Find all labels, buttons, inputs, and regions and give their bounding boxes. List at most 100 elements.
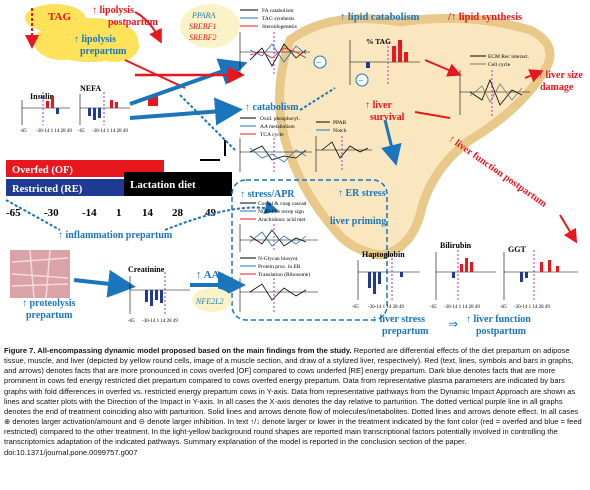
timeline: -65 -30 -14 1 14 28 49 xyxy=(6,207,217,219)
svg-text:-65: -65 xyxy=(500,305,507,310)
svg-text:Insulin: Insulin xyxy=(30,92,55,101)
aa-label: ↑ AA xyxy=(196,269,220,281)
creatinine-chart: Creatinine -65 -30-14 1 14 28 49 xyxy=(128,265,190,324)
svg-text:-65: -65 xyxy=(430,305,437,310)
svg-text:NEFA: NEFA xyxy=(80,84,101,93)
insulin-chart: Insulin -65 -30-14 1 14 28 49 xyxy=(20,92,72,134)
lactation-box xyxy=(124,172,232,196)
caption-body: Reported are differential effects of the… xyxy=(4,346,582,447)
svg-text:−: − xyxy=(316,58,322,69)
tag-label: TAG xyxy=(48,11,71,23)
svg-text:28: 28 xyxy=(172,207,184,219)
svg-text:survival: survival xyxy=(370,112,405,123)
nefa-chart: NEFA -65-30-14 1 14 28 49 xyxy=(78,84,130,134)
svg-text:-30: -30 xyxy=(44,207,59,219)
svg-text:Oxid. phosphoryl.: Oxid. phosphoryl. xyxy=(260,116,301,122)
svg-text:Creatinine: Creatinine xyxy=(128,265,165,274)
ppara-label: PPARA xyxy=(191,11,216,20)
srebf1-label: SREBF1 xyxy=(189,22,217,31)
pathway-chart-stress: Compl & coag cascad NOD-like recep sign … xyxy=(239,201,318,252)
svg-text:-14: -14 xyxy=(82,207,97,219)
restricted-box xyxy=(6,179,124,196)
liver-survival-label: ↑ liver xyxy=(365,100,392,111)
svg-text:14: 14 xyxy=(142,207,154,219)
svg-text:Cell cycle: Cell cycle xyxy=(488,62,511,68)
model-diagram: TAG ↑ lipolysis postpartum ↑ lipolysis p… xyxy=(5,4,583,337)
srebf2-label: SREBF2 xyxy=(189,33,217,42)
svg-text:PPAR: PPAR xyxy=(333,120,347,126)
stress-region xyxy=(231,179,388,321)
liver-priming-label: liver priming xyxy=(330,216,386,227)
haptoglobin-chart: Haptoglobin -65 -30-14 1 14 28 49 xyxy=(352,250,420,310)
er-stress-label: ↑ ER stress xyxy=(338,188,386,199)
svg-text:N-Glycan biosynt.: N-Glycan biosynt. xyxy=(258,256,299,262)
liver-shape xyxy=(275,13,555,260)
damage-label: damage xyxy=(540,82,574,93)
svg-text:FA catabolism: FA catabolism xyxy=(262,8,294,14)
svg-text:Haptoglobin: Haptoglobin xyxy=(362,250,405,259)
svg-text:-30-14 1 14 28 49: -30-14 1 14 28 49 xyxy=(368,305,404,310)
liver-stress-label: ↑ liver stress xyxy=(372,314,425,325)
adipose-cloud xyxy=(25,4,139,62)
svg-text:49: 49 xyxy=(205,207,217,219)
svg-text:TCA cycle: TCA cycle xyxy=(260,132,284,138)
lipid-catabolism-label: ↑ lipid catabolism xyxy=(340,12,420,23)
nfe2l2-label: NFE2L2 xyxy=(195,297,224,306)
liver-function-label: ↑ liver function xyxy=(466,314,531,325)
svg-text:-30-14 1 14 28 49: -30-14 1 14 28 49 xyxy=(514,305,550,310)
svg-text:1: 1 xyxy=(116,207,122,219)
liver-size-label: ↑ liver size xyxy=(538,70,583,81)
lactation-label: Lactation diet xyxy=(130,179,196,191)
pathway-chart-ppar: PPAR Notch xyxy=(315,120,372,172)
nefa-flow-arrow xyxy=(129,58,248,106)
svg-text:ECM Rec interact.: ECM Rec interact. xyxy=(488,54,530,60)
svg-text:-30-14 1 14 28 49: -30-14 1 14 28 49 xyxy=(142,319,178,324)
pathway-chart-catabolism: Oxid. phosphoryl. AA metabolism TCA cycl… xyxy=(239,116,312,172)
cellcycle-chart: ECM Rec interact. Cell cycle xyxy=(459,54,530,118)
svg-text:-65: -65 xyxy=(352,305,359,310)
tf-bubble xyxy=(180,4,240,48)
svg-text:prepartum: prepartum xyxy=(26,310,73,321)
svg-text:prepartum: prepartum xyxy=(382,326,429,337)
pct-tag-chart: % TAG xyxy=(349,37,420,85)
figure-caption: Figure 7. All-encompassing dynamic model… xyxy=(4,346,586,458)
nfe2l2-bubble xyxy=(192,288,232,312)
svg-text:−: − xyxy=(358,76,364,87)
inflammation-prepartum-label: ↑ inflammation prepartum xyxy=(58,230,173,241)
catabolism-label: ↑ catabolism xyxy=(245,102,299,113)
svg-text:Compl & coag cascad: Compl & coag cascad xyxy=(258,201,307,207)
svg-text:-65: -65 xyxy=(20,129,27,134)
svg-text:Protein proc. in ER: Protein proc. in ER xyxy=(258,264,301,270)
ggt-chart: GGT -65 -30-14 1 14 28 49 xyxy=(500,245,578,310)
caption-title: Figure 7. All-encompassing dynamic model… xyxy=(4,346,352,355)
svg-text:Bilirubin: Bilirubin xyxy=(440,241,472,250)
bilirubin-chart: Bilirubin -65 -30-14 1 14 28 49 xyxy=(430,241,496,310)
liver-function-postpartum-label: ↑ liver function postpartum xyxy=(446,133,549,210)
svg-text:-65: -65 xyxy=(78,129,85,134)
svg-text:postpartum: postpartum xyxy=(108,17,159,28)
pathway-chart-lipid: FA catabolism TAG synthesis Steroidogene… xyxy=(239,8,310,75)
lipid-synthesis-label: /↑ lipid synthesis xyxy=(447,12,522,23)
svg-text:-30-14 1 14 28 49: -30-14 1 14 28 49 xyxy=(444,305,480,310)
svg-text:prepartum: prepartum xyxy=(80,46,127,57)
svg-text:-65: -65 xyxy=(128,319,135,324)
svg-text:NOD-like recep sign: NOD-like recep sign xyxy=(258,209,304,215)
svg-text:Notch: Notch xyxy=(333,128,347,134)
proteolysis-label: ↑ proteolysis xyxy=(22,298,76,309)
svg-text:Steroidogenesis: Steroidogenesis xyxy=(262,24,297,30)
lipolysis-postpartum-label: ↑ lipolysis xyxy=(92,5,134,16)
svg-text:-30-14 1 14 28 49: -30-14 1 14 28 49 xyxy=(36,129,72,134)
lipolysis-prepartum-label: ↑ lipolysis xyxy=(74,34,116,45)
svg-text:TAG synthesis: TAG synthesis xyxy=(262,16,294,22)
svg-text:AA metabolism: AA metabolism xyxy=(260,124,295,130)
svg-text:Translation (Ribosome): Translation (Ribosome) xyxy=(258,271,310,278)
svg-text:GGT: GGT xyxy=(508,245,526,254)
restricted-label: Restricted (RE) xyxy=(12,184,83,195)
svg-text:postpartum: postpartum xyxy=(476,326,527,337)
svg-text:Arachidonic acid met: Arachidonic acid met xyxy=(258,217,306,223)
svg-text:-65: -65 xyxy=(6,207,21,219)
svg-text:⇒: ⇒ xyxy=(448,317,458,331)
overfed-label: Overfed (OF) xyxy=(12,165,73,176)
caption-doi: doi:10.1371/journal.pone.0099757.g007 xyxy=(4,447,138,457)
